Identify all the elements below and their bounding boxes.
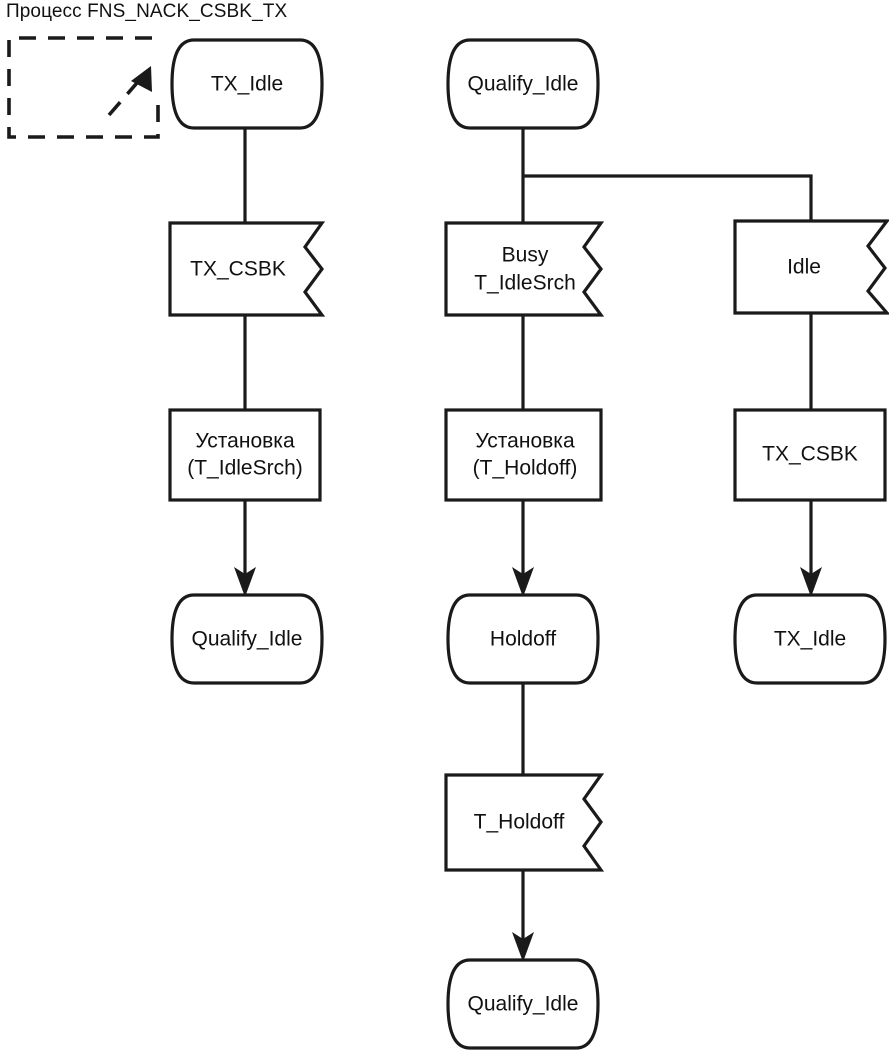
node-label: T_Holdoff [474, 811, 565, 834]
node-c2-state-start[interactable]: Qualify_Idle [446, 38, 600, 130]
node-label-line1: Busy [502, 244, 549, 267]
node-label: Qualify_Idle [468, 993, 579, 1016]
arrowhead-c2-end [512, 932, 534, 962]
node-c2-state-end[interactable]: Qualify_Idle [446, 958, 600, 1050]
node-c1-state-start[interactable]: TX_Idle [170, 38, 324, 130]
node-label: Qualify_Idle [468, 73, 579, 96]
flowline-branch-to-column3 [523, 174, 813, 221]
node-label: TX_CSBK [762, 443, 858, 466]
node-label-line1: Установка [195, 430, 295, 453]
node-label: TX_Idle [774, 628, 846, 651]
node-c1-state-end[interactable]: Qualify_Idle [170, 593, 324, 685]
node-c2-state-holdoff[interactable]: Holdoff [446, 593, 600, 685]
node-c2-output-busy[interactable]: Busy T_IdleSrch [444, 221, 605, 317]
dashed-comment-box [7, 36, 160, 139]
node-c2-task[interactable]: Установка (T_Holdoff) [444, 408, 603, 502]
node-label: Holdoff [490, 628, 556, 651]
arrowhead-c3 [800, 567, 822, 597]
page-title: Процесс FNS_NACK_CSBK_TX [6, 1, 288, 22]
node-c2-output-tholdoff[interactable]: T_Holdoff [444, 773, 605, 872]
node-label: TX_CSBK [190, 258, 286, 281]
node-c3-state-end[interactable]: TX_Idle [733, 593, 887, 685]
node-c1-output[interactable]: TX_CSBK [168, 221, 326, 317]
node-label-line1: Установка [475, 430, 575, 453]
node-label-line2: (T_IdleSrch) [187, 457, 303, 480]
node-label-line2: (T_Holdoff) [473, 457, 578, 480]
node-c3-output[interactable]: Idle [733, 219, 889, 315]
node-c3-task[interactable]: TX_CSBK [733, 408, 887, 502]
arrowhead-c1 [234, 567, 256, 597]
node-label: Qualify_Idle [192, 628, 303, 651]
node-label: TX_Idle [211, 73, 283, 96]
arrowhead-c2-holdoff [512, 567, 534, 597]
node-label-line2: T_IdleSrch [474, 272, 576, 295]
node-c1-task[interactable]: Установка (T_IdleSrch) [168, 408, 322, 502]
node-label: Idle [787, 256, 821, 279]
